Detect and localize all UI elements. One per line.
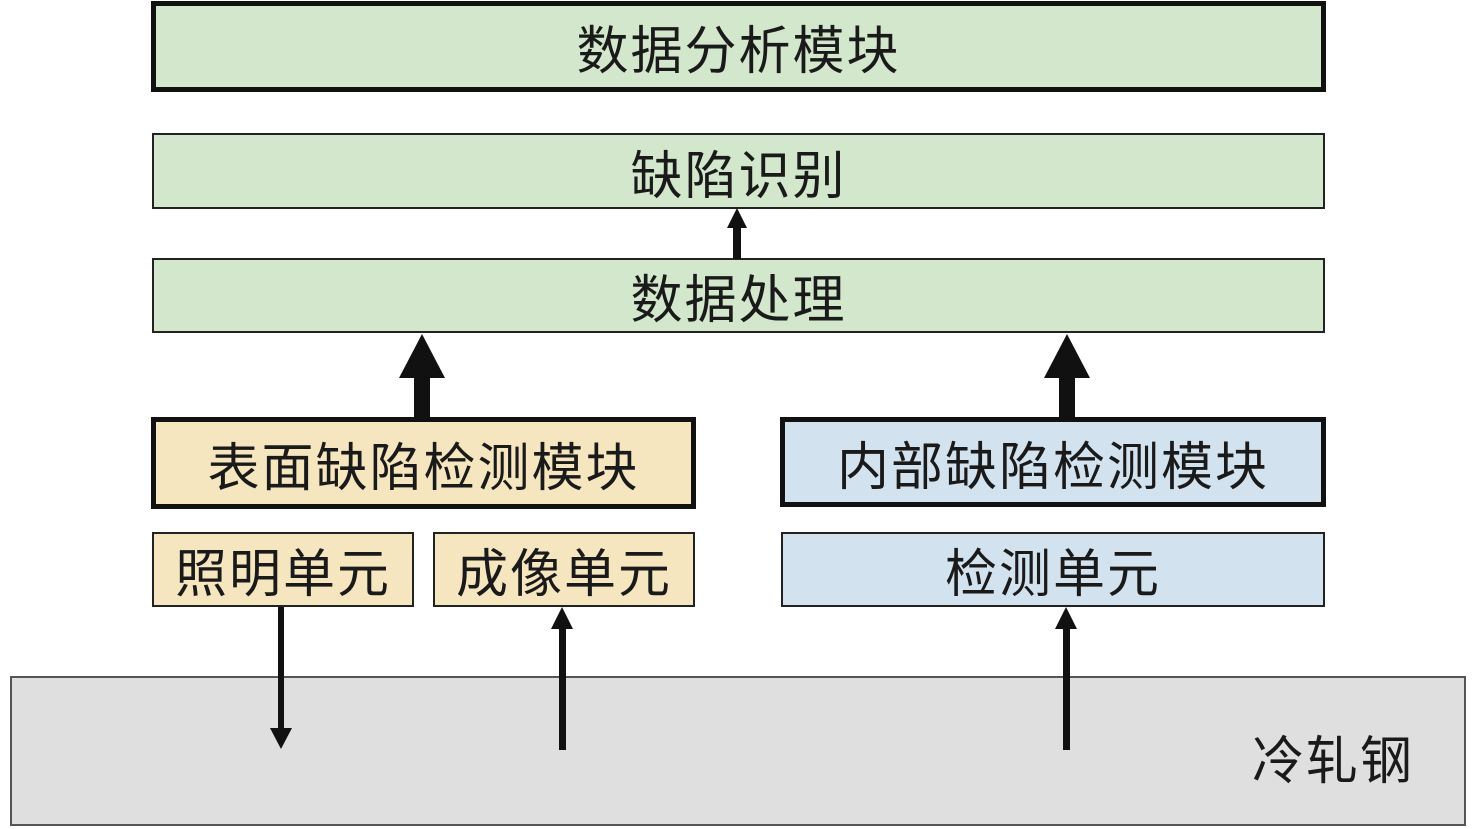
- arrow-surface-to-processing: [399, 334, 445, 418]
- illumination-unit-box: 照明单元: [152, 532, 414, 607]
- arrow-internal-to-processing: [1044, 334, 1090, 418]
- cold-rolled-steel-block: 冷轧钢: [10, 676, 1466, 826]
- data-analysis-module-box: 数据分析模块: [151, 1, 1326, 92]
- surface-defect-module-box: 表面缺陷检测模块: [151, 417, 696, 509]
- defect-identification-box: 缺陷识别: [152, 133, 1325, 209]
- detection-unit-box: 检测单元: [781, 532, 1325, 607]
- imaging-unit-box: 成像单元: [433, 532, 695, 607]
- data-processing-box: 数据处理: [152, 258, 1325, 333]
- cold-rolled-steel-label: 冷轧钢: [1251, 732, 1414, 792]
- internal-defect-module-box: 内部缺陷检测模块: [780, 417, 1326, 507]
- arrow-processing-to-identification: [727, 208, 747, 259]
